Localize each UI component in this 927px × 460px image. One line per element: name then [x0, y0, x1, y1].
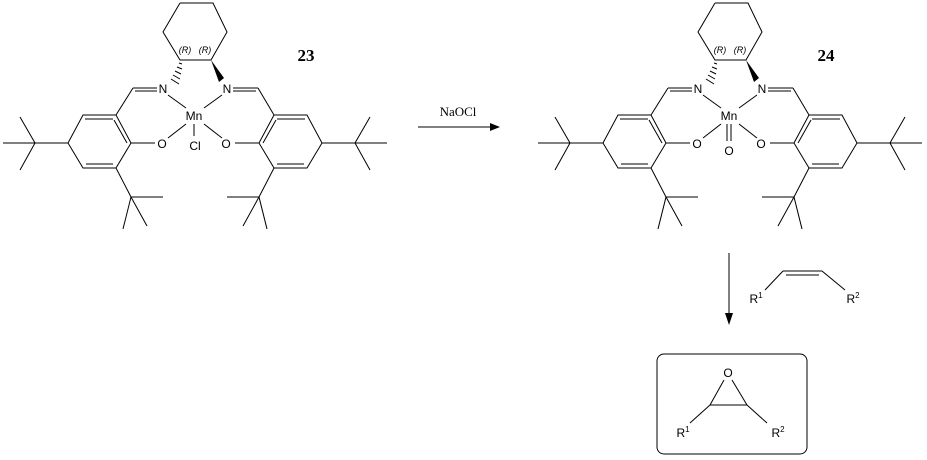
atom-n: N	[223, 82, 232, 96]
epoxide-product: O R1 R2	[656, 353, 808, 455]
stereo-label: (R)	[179, 45, 192, 55]
atom-cl: Cl	[189, 139, 200, 153]
atom-n: N	[159, 82, 168, 96]
r1-label: R1	[676, 425, 690, 440]
atom-o: O	[756, 137, 765, 151]
r2-label: R2	[846, 291, 860, 306]
alkene: R1 R2	[749, 270, 860, 306]
atom-o: O	[692, 137, 701, 151]
reaction-arrow: NaOCl	[418, 104, 500, 131]
compound-24: (R) (R) N N Mn O O O 24	[537, 2, 923, 230]
atom-n: N	[758, 82, 767, 96]
stereo-label: (R)	[199, 45, 212, 55]
stereo-label: (R)	[714, 45, 727, 55]
compound-number: 24	[818, 46, 836, 65]
reagent-label: NaOCl	[440, 104, 477, 119]
r1-label: R1	[749, 291, 763, 306]
atom-mn: Mn	[721, 109, 738, 123]
atom-o: O	[157, 137, 166, 151]
down-arrow	[725, 253, 733, 325]
r2-label: R2	[771, 425, 785, 440]
atom-mn: Mn	[186, 109, 203, 123]
compound-number: 23	[298, 46, 315, 65]
atom-n: N	[694, 82, 703, 96]
atom-o: O	[723, 366, 732, 380]
atom-o: O	[221, 137, 230, 151]
atom-oxo: O	[724, 144, 733, 158]
compound-23: (R) (R) N N Mn O O Cl 23	[2, 2, 388, 230]
stereo-label: (R)	[734, 45, 747, 55]
